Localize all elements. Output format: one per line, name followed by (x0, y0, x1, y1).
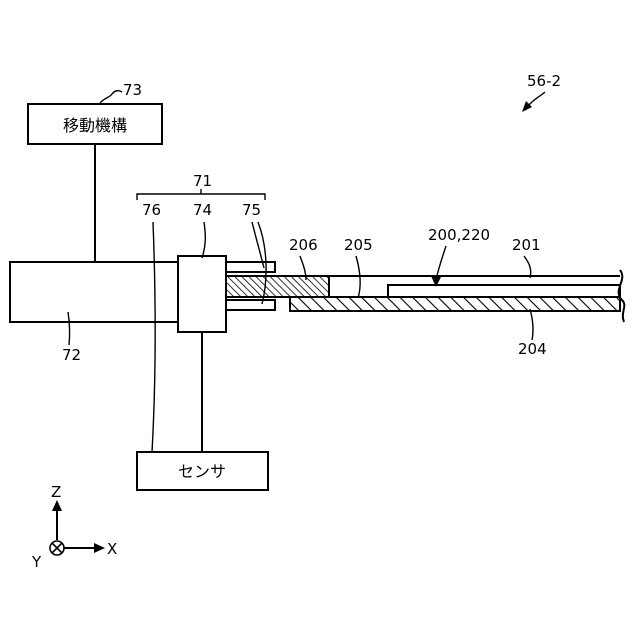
probe-tip-upper (226, 262, 275, 272)
ref-72-label: 72 (62, 346, 81, 364)
ref-72-leader (68, 312, 70, 345)
ref-73-label: 73 (123, 81, 142, 99)
y-axis-label: Y (31, 553, 42, 571)
z-axis-label: Z (51, 483, 61, 501)
layer-204-hatched (290, 297, 620, 311)
ref-75-label: 75 (242, 201, 261, 219)
ref-200-220-label: 200,220 (428, 226, 490, 244)
ref-200-220-leader (436, 246, 446, 280)
probe-tip-lower (226, 300, 275, 310)
ref-74-leader (202, 222, 205, 258)
ref-71-label: 71 (193, 172, 212, 190)
figure-ref-label: 56-2 (527, 72, 561, 90)
z-axis-arrowhead (52, 500, 62, 511)
ref-204-leader (530, 309, 533, 340)
ref-76-leader (152, 222, 155, 452)
x-axis-label: X (107, 540, 117, 558)
probe-head-74 (178, 256, 226, 332)
ref-74-label: 74 (193, 201, 212, 219)
x-axis-arrowhead (94, 543, 105, 553)
ref-204-label: 204 (518, 340, 547, 358)
moving-mechanism-label: 移動機構 (63, 116, 127, 135)
sensor-label: センサ (178, 462, 226, 481)
ref-73-leader (100, 91, 122, 103)
ref-201-leader (524, 256, 531, 278)
ref-206-label: 206 (289, 236, 318, 254)
member-206-hatched (226, 276, 329, 297)
figure-ref-leader (528, 92, 545, 106)
base-member-72 (10, 262, 178, 322)
ref-205-label: 205 (344, 236, 373, 254)
sample-200-220 (388, 285, 620, 297)
bracket-71 (137, 194, 265, 200)
ref-76-label: 76 (142, 201, 161, 219)
break-line (619, 270, 625, 322)
ref-201-label: 201 (512, 236, 541, 254)
